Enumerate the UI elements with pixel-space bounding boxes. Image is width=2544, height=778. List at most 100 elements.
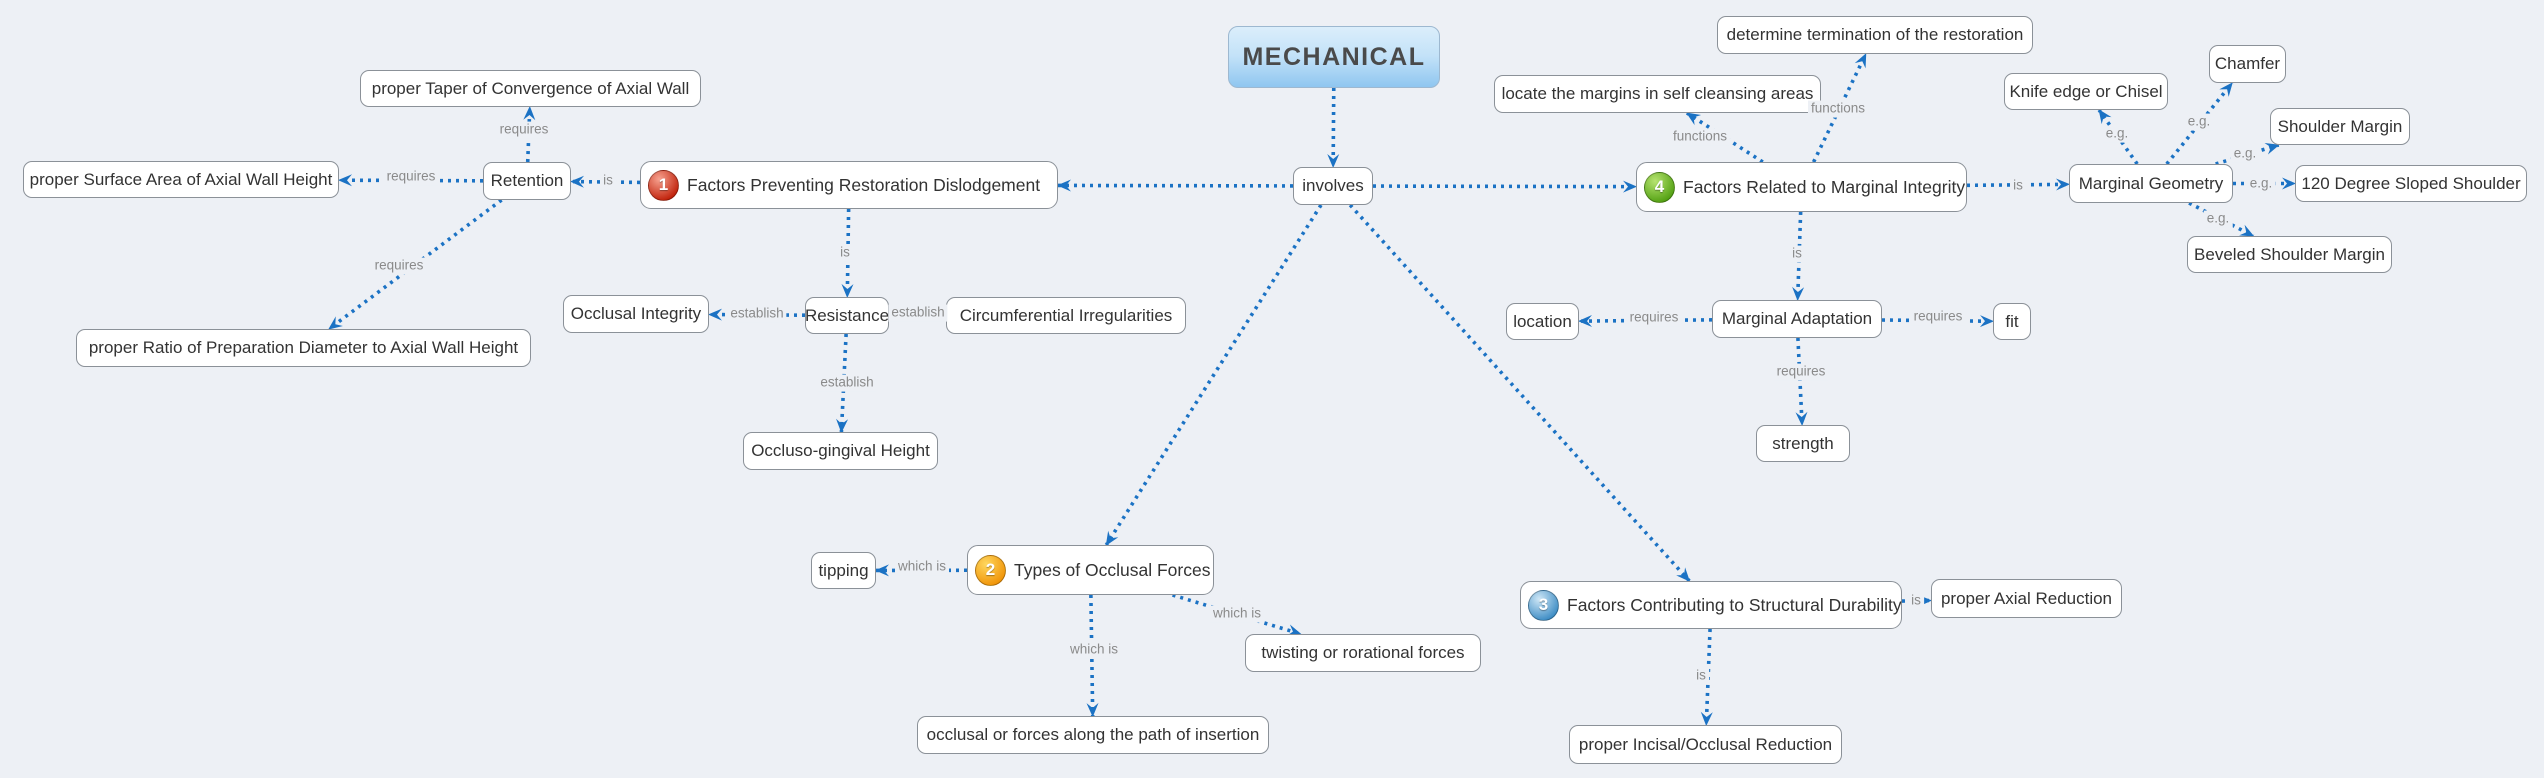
edge-label-fprd-to-resistance[interactable]: is — [837, 244, 853, 262]
edge-label-fcsd-to-axial_reduction[interactable]: is — [1908, 592, 1924, 610]
node-label: proper Surface Area of Axial Wall Height — [29, 169, 333, 189]
edge-label-marginal_adaptation-to-fit[interactable]: requires — [1910, 308, 1966, 326]
node-label: Types of Occlusal Forces — [1014, 559, 1211, 580]
node-types_occlusal[interactable]: 2 Types of Occlusal Forces — [967, 545, 1214, 595]
node-marginal_geometry[interactable]: Marginal Geometry — [2069, 164, 2233, 203]
node-label: Retention — [490, 171, 564, 190]
node-taper[interactable]: proper Taper of Convergence of Axial Wal… — [360, 70, 701, 107]
node-label: 120 Degree Sloped Shoulder — [2301, 173, 2521, 193]
node-resistance[interactable]: Resistance — [805, 297, 889, 334]
node-label: proper Axial Reduction — [1940, 588, 2113, 608]
node-incisal_reduction[interactable]: proper Incisal/Occlusal Reduction — [1569, 725, 1842, 764]
node-axial_reduction[interactable]: proper Axial Reduction — [1931, 579, 2122, 618]
node-locate[interactable]: locate the margins in self cleansing are… — [1494, 75, 1821, 113]
node-occlusal_forces[interactable]: occlusal or forces along the path of ins… — [917, 716, 1269, 754]
edge-label-marginal_adaptation-to-strength[interactable]: requires — [1773, 363, 1829, 381]
node-label: MECHANICAL — [1242, 42, 1426, 71]
edge-frmi-to-marginal_adaptation — [1792, 211, 1805, 301]
node-label: Chamfer — [2214, 54, 2281, 73]
edge-label-marginal_geometry-to-beveled[interactable]: e.g. — [2203, 210, 2233, 228]
node-sloped120[interactable]: 120 Degree Sloped Shoulder — [2295, 165, 2527, 202]
node-twisting[interactable]: twisting or rorational forces — [1245, 634, 1481, 672]
edge-involves-to-frmi — [1372, 180, 1637, 193]
edge-label-marginal_geometry-to-shoulder[interactable]: e.g. — [2230, 145, 2260, 163]
node-label: Shoulder Margin — [2277, 116, 2403, 136]
node-marginal_adaptation[interactable]: Marginal Adaptation — [1712, 300, 1882, 338]
edge-label-resistance-to-occlusal_integrity[interactable]: establish — [727, 305, 787, 323]
edge-label-frmi-to-determine[interactable]: functions — [1807, 100, 1869, 118]
node-label: involves — [1302, 176, 1364, 195]
node-label: Marginal Adaptation — [1721, 309, 1873, 328]
edge-marginal_geometry-to-chamfer — [2165, 81, 2234, 166]
node-label: proper Incisal/Occlusal Reduction — [1578, 734, 1833, 754]
node-tipping[interactable]: tipping — [811, 552, 876, 589]
node-label: Occlusal Integrity — [570, 304, 702, 323]
node-fit[interactable]: fit — [1993, 303, 2031, 340]
node-retention[interactable]: Retention — [483, 162, 571, 200]
node-label: Resistance — [804, 305, 890, 325]
node-determine[interactable]: determine termination of the restoration — [1717, 16, 2033, 54]
edge-label-fprd-to-retention[interactable]: is — [600, 172, 616, 190]
edge-involves-to-fcsd — [1348, 203, 1691, 583]
node-circumferential[interactable]: Circumferential Irregularities — [946, 297, 1186, 334]
edge-label-resistance-to-occluso_gingival[interactable]: establish — [817, 374, 877, 392]
edge-label-marginal_geometry-to-sloped120[interactable]: e.g. — [2246, 175, 2276, 193]
edge-label-types_occlusal-to-twisting[interactable]: which is — [1209, 605, 1265, 623]
edge-label-frmi-to-locate[interactable]: functions — [1669, 128, 1731, 146]
node-label: proper Ratio of Preparation Diameter to … — [88, 338, 519, 357]
edge-label-resistance-to-circumferential[interactable]: establish — [888, 304, 948, 322]
node-chamfer[interactable]: Chamfer — [2209, 45, 2286, 83]
node-frmi[interactable]: 4 Factors Related to Marginal Integrity — [1636, 162, 1967, 212]
edge-fcsd-to-axial_reduction — [1901, 594, 1932, 607]
badge-1-red-icon: 1 — [648, 169, 679, 201]
node-label: strength — [1772, 433, 1834, 453]
edge-marginal_adaptation-to-strength — [1795, 337, 1808, 426]
edge-label-marginal_geometry-to-knife[interactable]: e.g. — [2102, 125, 2132, 143]
edge-label-types_occlusal-to-occlusal_forces[interactable]: which is — [1066, 641, 1122, 659]
node-label: fit — [2005, 311, 2019, 331]
node-label: Occluso-gingival Height — [751, 441, 930, 460]
edge-label-retention-to-surface[interactable]: requires — [383, 168, 439, 186]
edge-retention-to-taper — [523, 106, 536, 163]
node-strength[interactable]: strength — [1756, 425, 1850, 462]
badge-3-blue-icon: 3 — [1528, 589, 1559, 621]
node-label: Marginal Geometry — [2078, 173, 2224, 193]
edge-label-retention-to-taper[interactable]: requires — [496, 121, 552, 139]
node-label: Factors Preventing Restoration Dislodgem… — [687, 174, 1041, 195]
node-label: location — [1513, 311, 1572, 331]
node-occlusal_integrity[interactable]: Occlusal Integrity — [563, 295, 709, 333]
node-label: twisting or rorational forces — [1261, 643, 1465, 662]
node-mechanical[interactable]: MECHANICAL — [1228, 26, 1440, 88]
edge-label-fcsd-to-incisal_reduction[interactable]: is — [1693, 667, 1709, 685]
badge-4-green-icon: 4 — [1644, 171, 1675, 203]
node-occluso_gingival[interactable]: Occluso-gingival Height — [743, 432, 938, 470]
node-shoulder[interactable]: Shoulder Margin — [2270, 108, 2410, 145]
node-fprd[interactable]: 1 Factors Preventing Restoration Dislodge… — [640, 161, 1058, 209]
node-label: tipping — [818, 560, 869, 580]
edge-label-marginal_adaptation-to-location[interactable]: requires — [1626, 309, 1682, 327]
node-surface[interactable]: proper Surface Area of Axial Wall Height — [23, 161, 339, 198]
badge-2-orange-icon: 2 — [975, 554, 1006, 586]
node-label: Factors Related to Marginal Integrity — [1683, 176, 1966, 197]
node-involves[interactable]: involves — [1293, 167, 1373, 205]
edge-frmi-to-marginal_geometry — [1966, 178, 2070, 191]
node-label: Circumferential Irregularities — [959, 305, 1173, 325]
edge-label-frmi-to-marginal_adaptation[interactable]: is — [1789, 245, 1805, 263]
edge-involves-to-types_occlusal — [1104, 204, 1323, 546]
edge-marginal_adaptation-to-fit — [1881, 315, 1994, 328]
edge-label-frmi-to-marginal_geometry[interactable]: is — [2010, 177, 2026, 195]
node-knife[interactable]: Knife edge or Chisel — [2004, 73, 2168, 110]
edge-label-retention-to-ratio[interactable]: requires — [371, 257, 427, 275]
node-location[interactable]: location — [1506, 303, 1579, 340]
edge-label-types_occlusal-to-tipping[interactable]: which is — [894, 558, 950, 576]
node-ratio[interactable]: proper Ratio of Preparation Diameter to … — [76, 329, 531, 367]
node-label: Beveled Shoulder Margin — [2194, 244, 2385, 264]
edge-label-marginal_geometry-to-chamfer[interactable]: e.g. — [2184, 113, 2214, 131]
node-label: Knife edge or Chisel — [2009, 81, 2163, 101]
node-label: proper Taper of Convergence of Axial Wal… — [371, 78, 690, 98]
node-label: occlusal or forces along the path of ins… — [926, 725, 1260, 744]
edge-mechanical-to-involves — [1327, 87, 1340, 168]
node-beveled[interactable]: Beveled Shoulder Margin — [2187, 236, 2392, 273]
